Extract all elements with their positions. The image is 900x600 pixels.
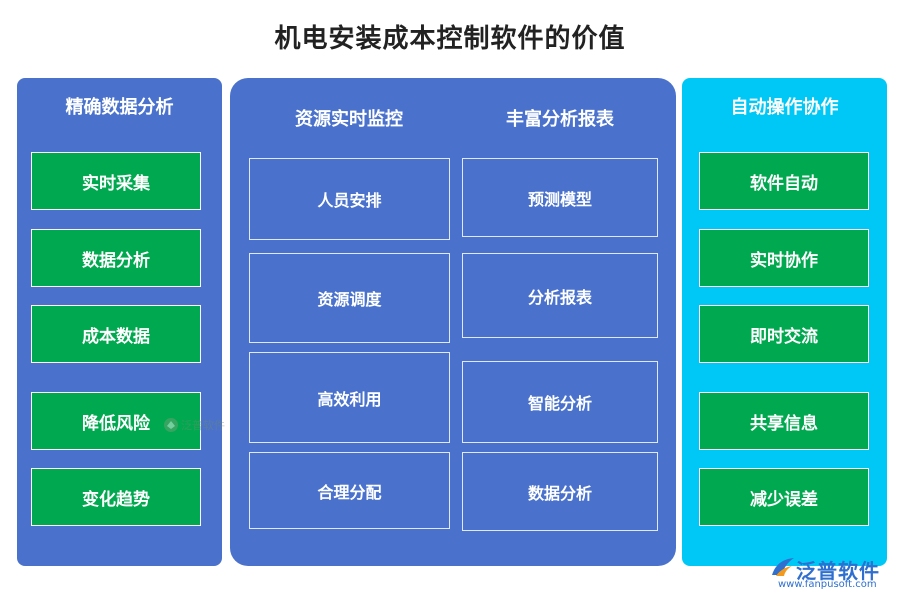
panel-heading-precise-data-analysis: 精确数据分析 [65,97,174,118]
box-realtime-collaboration: 实时协作 [699,229,869,287]
box-resource-scheduling: 资源调度 [249,253,450,343]
box-change-trend: 变化趋势 [31,468,201,526]
box-reduce-errors: 减少误差 [699,468,869,526]
watermark-logo-icon [164,418,178,432]
brand-url: www.fanpusoft.com [778,579,877,590]
box-realtime-collection: 实时采集 [31,152,201,210]
box-data-analysis: 数据分析 [31,229,201,287]
column-heading-resource-monitoring: 资源实时监控 [295,109,403,130]
fanpu-logo-icon [772,558,794,576]
box-reduce-risk: 降低风险 [31,392,201,450]
box-efficient-utilization: 高效利用 [249,352,450,443]
box-analysis-report: 分析报表 [462,253,658,338]
watermark-text: 泛普软件 [181,419,225,432]
box-cost-data: 成本数据 [31,305,201,363]
box-forecast-model: 预测模型 [462,158,658,237]
watermark: 泛普软件 [163,417,225,433]
box-smart-analysis: 智能分析 [462,361,658,443]
box-shared-info: 共享信息 [699,392,869,450]
column-heading-analysis-reports: 丰富分析报表 [506,109,614,130]
box-data-analysis-2: 数据分析 [462,452,658,531]
panel-heading-auto-collaboration: 自动操作协作 [730,97,839,118]
page-title: 机电安装成本控制软件的价值 [274,24,626,54]
box-personnel-arrangement: 人员安排 [249,158,450,240]
brand-logo: 泛普软件 www.fanpusoft.com [770,555,898,599]
brand-name: 泛普软件 [796,559,880,583]
box-software-automation: 软件自动 [699,152,869,210]
box-rational-allocation: 合理分配 [249,452,450,529]
box-instant-communication: 即时交流 [699,305,869,363]
